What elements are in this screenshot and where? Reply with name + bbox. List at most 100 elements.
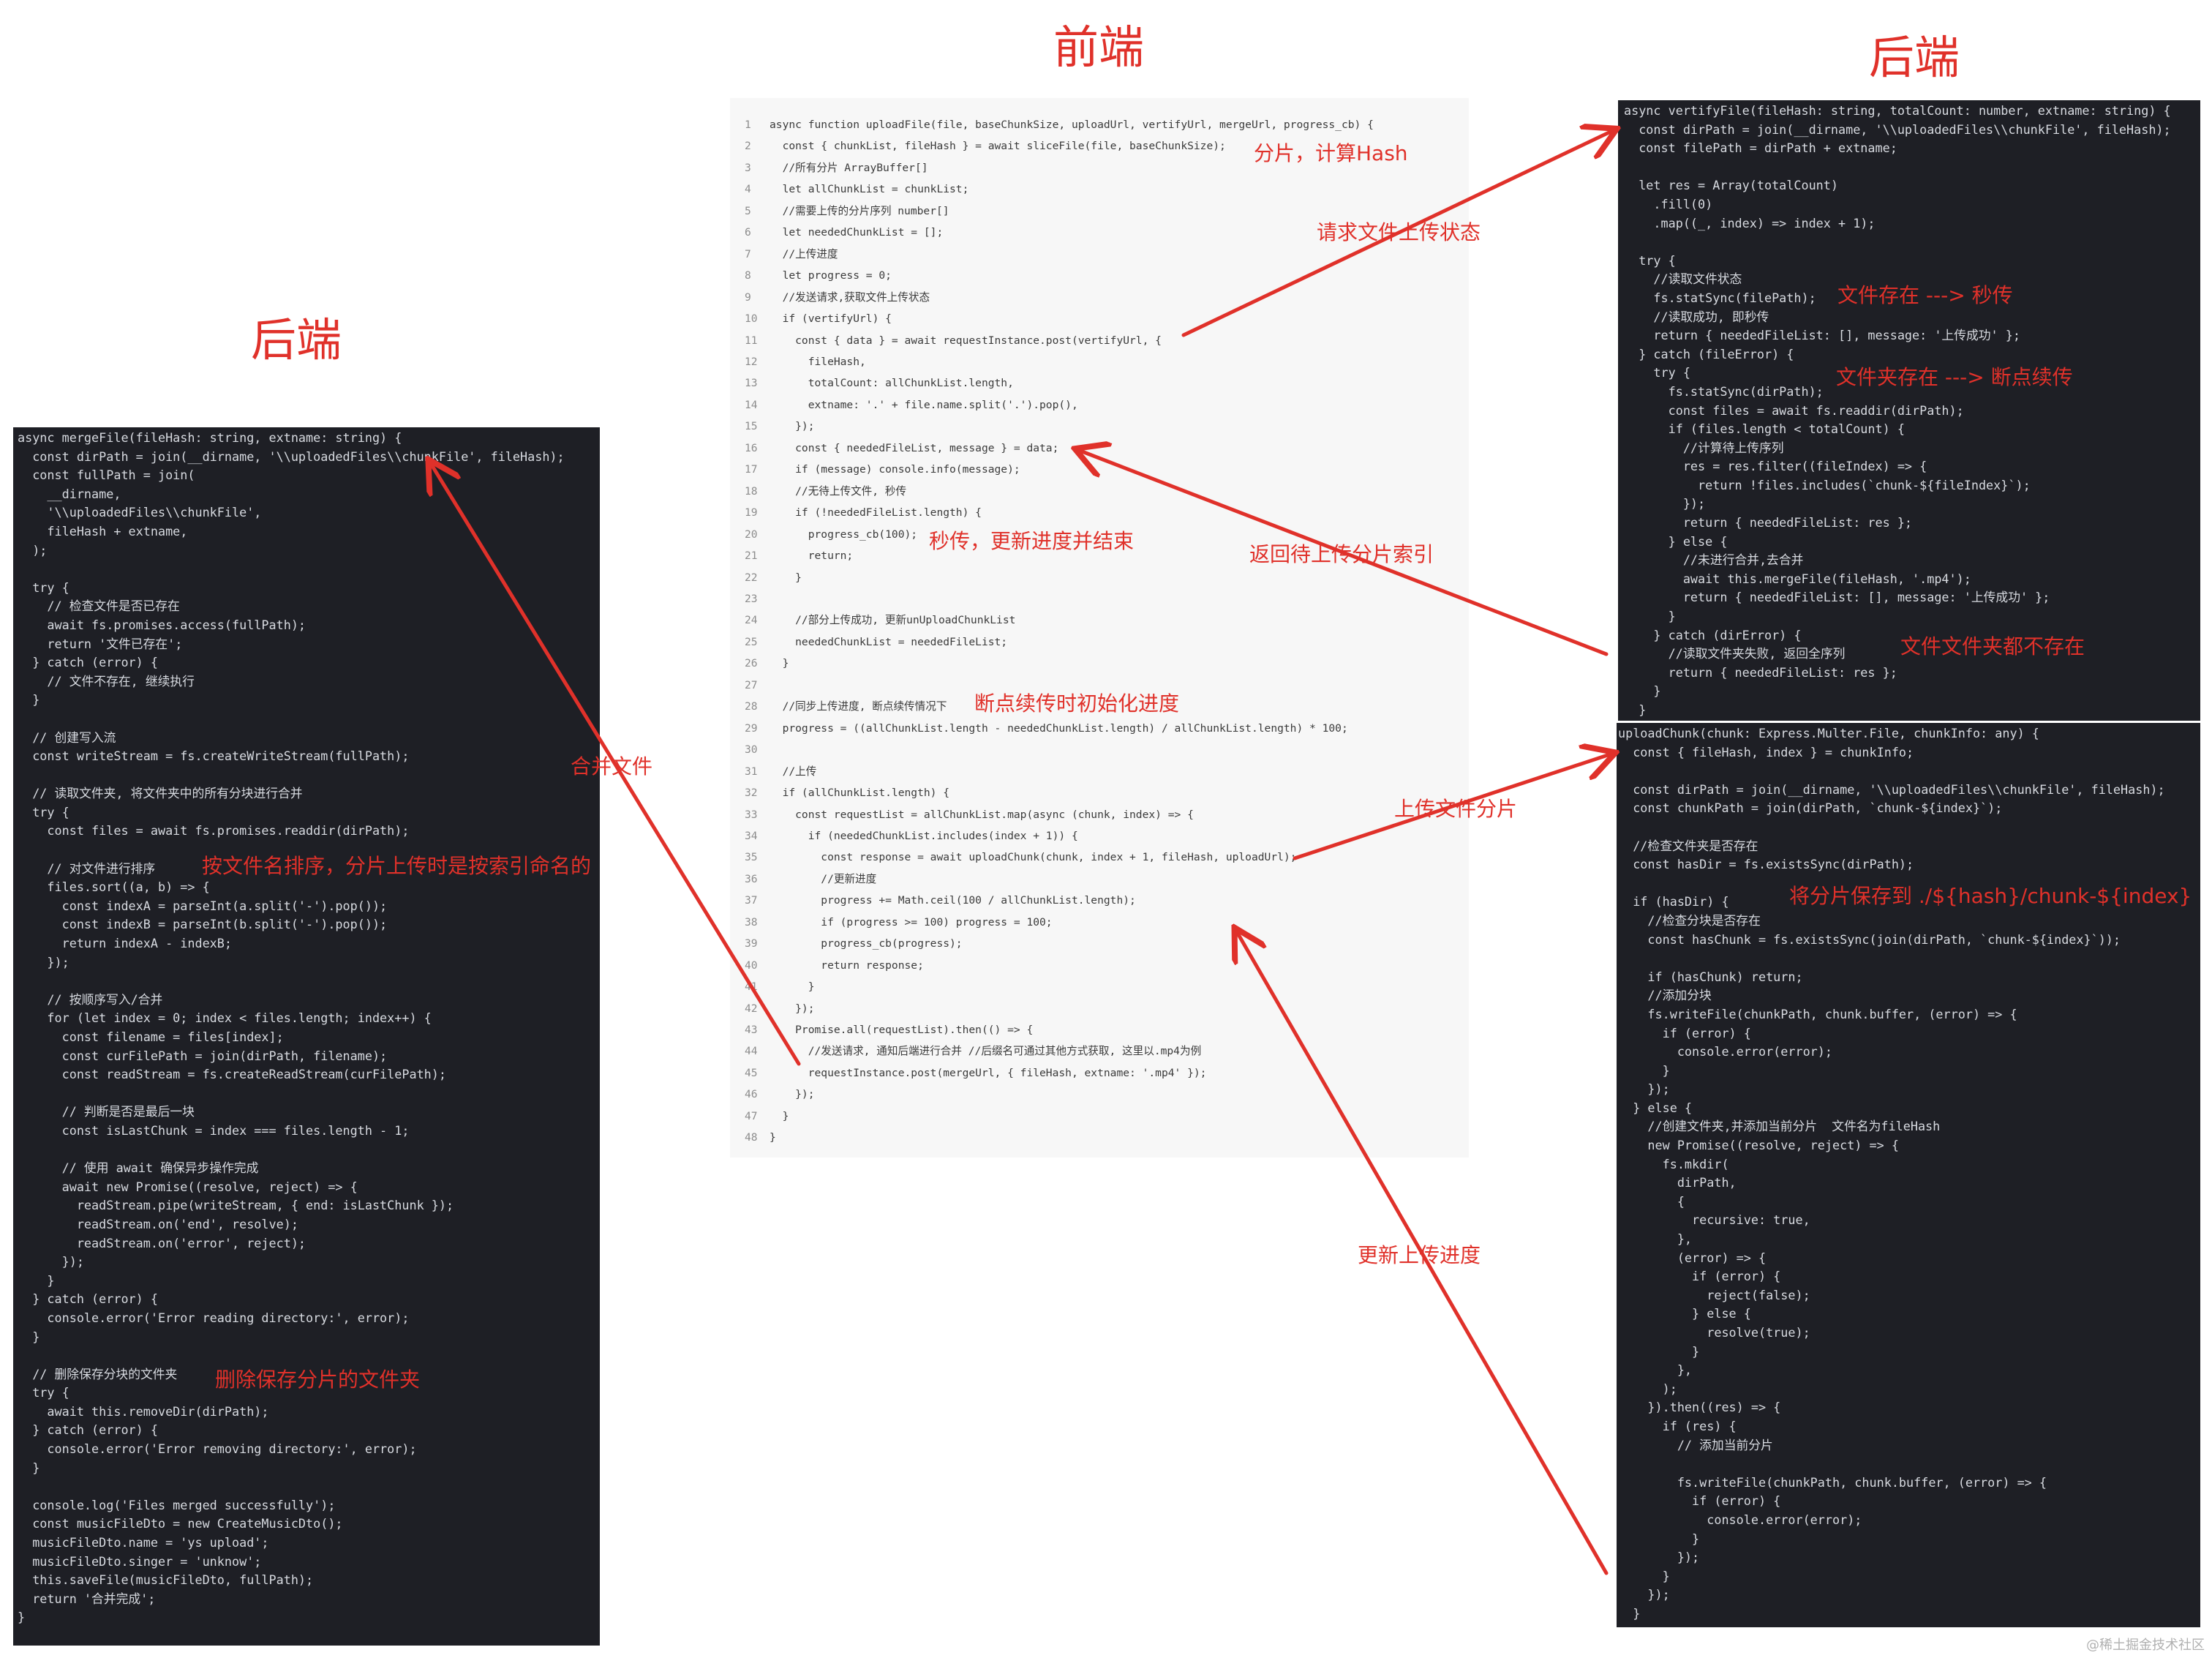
code-line: 25 neededChunkList = neededFileList; <box>745 631 1469 653</box>
line-number: 20 <box>745 528 758 541</box>
code-line: const filePath = dirPath + extname; <box>1624 139 2200 158</box>
line-number: 5 <box>745 204 751 217</box>
line-number: 33 <box>745 808 758 821</box>
code-text <box>1618 950 1625 965</box>
code-line <box>18 972 595 991</box>
code-line: const isLastChunk = index === files.leng… <box>18 1122 595 1141</box>
code-text: resolve(true); <box>1618 1325 1810 1340</box>
code-text: let allChunkList = chunkList; <box>770 183 969 196</box>
code-text: const musicFileDto = new CreateMusicDto(… <box>18 1516 343 1531</box>
code-text: // 判断是否是最后一块 <box>18 1104 195 1119</box>
code-line: res = res.filter((fileIndex) => { <box>1624 457 2200 476</box>
code-text: progress = ((allChunkList.length - neede… <box>770 721 1348 735</box>
line-number: 35 <box>745 851 758 864</box>
code-line: }); <box>1618 1548 2200 1567</box>
code-text: } <box>1618 1531 1700 1546</box>
code-text: } <box>770 1109 789 1122</box>
code-text: let res = Array(totalCount) <box>1624 178 1838 193</box>
code-line: } <box>18 1459 595 1478</box>
code-text: return { neededFileList: res }; <box>1624 515 1913 530</box>
code-line: reject(false); <box>1618 1286 2200 1305</box>
code-line: try { <box>18 803 595 822</box>
code-line: readStream.on('error', reject); <box>18 1234 595 1253</box>
code-text: .fill(0) <box>1624 196 1713 211</box>
code-line: try { <box>18 1384 595 1403</box>
code-text: } <box>18 1272 55 1288</box>
code-text <box>1618 1456 1625 1471</box>
upload-chunk-code-panel: uploadChunk(chunk: Express.Multer.File, … <box>1617 723 2200 1627</box>
code-text <box>18 561 25 576</box>
code-line: 9 //发送请求,获取文件上传状态 <box>745 287 1469 308</box>
code-line: ); <box>1618 1380 2200 1399</box>
code-text: } <box>18 1329 40 1344</box>
code-line: return '合并完成'; <box>18 1590 595 1609</box>
code-text: } <box>1618 1605 1641 1621</box>
code-line: } else { <box>1618 1099 2200 1118</box>
line-number: 28 <box>745 700 758 713</box>
code-line: 5 //需要上传的分片序列 number[] <box>745 200 1469 222</box>
code-text: musicFileDto.name = 'ys upload'; <box>18 1535 269 1550</box>
code-line: const indexA = parseInt(a.split('-').pop… <box>18 897 595 916</box>
code-line: } <box>1618 1062 2200 1081</box>
code-line: 26 } <box>745 653 1469 674</box>
code-text: fs.writeFile(chunkPath, chunk.buffer, (e… <box>1618 1474 2047 1490</box>
code-text <box>18 1479 25 1493</box>
code-line: } catch (error) { <box>18 653 595 672</box>
line-number: 4 <box>745 183 751 196</box>
code-line: .map((_, index) => index + 1); <box>1624 214 2200 233</box>
code-text <box>1618 763 1625 778</box>
code-text: const isLastChunk = index === files.leng… <box>18 1122 410 1138</box>
code-text: //读取成功, 即秒传 <box>1624 309 1769 324</box>
line-number: 22 <box>745 571 758 584</box>
code-line: } <box>1624 701 2200 720</box>
line-number: 48 <box>745 1131 758 1144</box>
code-text: .map((_, index) => index + 1); <box>1624 215 1876 230</box>
code-text: recursive: true, <box>1618 1212 1810 1228</box>
code-line: // 使用 await 确保异步操作完成 <box>18 1159 595 1178</box>
code-line: 36 //更新进度 <box>745 869 1469 890</box>
code-line: 42 }); <box>745 998 1469 1019</box>
code-text: if (!neededFileList.length) { <box>770 506 982 519</box>
code-line: }, <box>1618 1361 2200 1380</box>
code-line: 18 //无待上传文件, 秒传 <box>745 481 1469 502</box>
code-line: // 判断是否是最后一块 <box>18 1103 595 1122</box>
line-number: 40 <box>745 959 758 972</box>
code-text: await fs.promises.access(fullPath); <box>18 617 306 632</box>
code-line: } catch (error) { <box>18 1421 595 1440</box>
code-text: } else { <box>1618 1306 1751 1321</box>
code-text: progress_cb(100); <box>770 528 918 541</box>
code-line: 35 const response = await uploadChunk(ch… <box>745 847 1469 868</box>
code-line: 41 } <box>745 976 1469 997</box>
code-text: let neededChunkList = []; <box>770 226 944 239</box>
code-line: } <box>18 691 595 710</box>
code-text: const { neededFileList, message } = data… <box>770 441 1059 454</box>
code-line <box>18 1346 595 1365</box>
code-text: const fullPath = join( <box>18 468 195 483</box>
line-number: 27 <box>745 678 758 691</box>
code-text: } <box>1624 702 1647 717</box>
code-line: async mergeFile(fileHash: string, extnam… <box>18 429 595 448</box>
code-text: console.error('Error removing directory:… <box>18 1441 417 1457</box>
code-line <box>18 1477 595 1496</box>
line-number: 46 <box>745 1088 758 1101</box>
code-text: (error) => { <box>1618 1250 1767 1265</box>
code-line: await fs.promises.access(fullPath); <box>18 616 595 635</box>
code-text: console.log('Files merged successfully')… <box>18 1497 336 1512</box>
code-line: const musicFileDto = new CreateMusicDto(… <box>18 1515 595 1534</box>
code-text: console.error(error); <box>1618 1044 1832 1059</box>
annotation-save-chunk: 将分片保存到 ./${hash}/chunk-${index} <box>1789 884 2192 908</box>
annotation-merge-files: 合并文件 <box>571 754 653 779</box>
code-text: { <box>1618 1193 1685 1209</box>
code-line: }); <box>18 1253 595 1272</box>
watermark: @稀土掘金技术社区 <box>2086 1638 2205 1653</box>
code-text: }); <box>1618 1081 1670 1097</box>
line-number: 17 <box>745 463 758 476</box>
line-number: 6 <box>745 226 751 239</box>
code-line: 44 //发送请求, 通知后端进行合并 //后缀名可通过其他方式获取, 这里以.… <box>745 1040 1469 1062</box>
code-line: if (error) { <box>1618 1492 2200 1511</box>
code-text: // 删除保存分块的文件夹 <box>18 1366 178 1381</box>
code-text: console.error('Error reading directory:'… <box>18 1310 410 1325</box>
line-number: 43 <box>745 1024 758 1037</box>
code-line: //创建文件夹,并添加当前分片 文件名为fileHash <box>1618 1117 2200 1136</box>
code-text: Promise.all(requestList).then(() => { <box>770 1024 1034 1037</box>
